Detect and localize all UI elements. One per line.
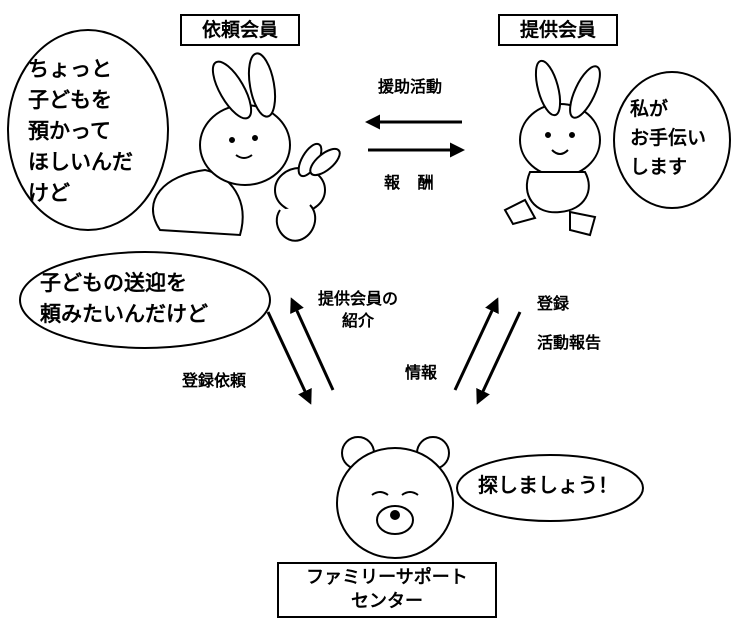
bear-icon [336, 436, 454, 559]
provider-introduction-label: 提供会員の 紹介 [318, 289, 399, 330]
provider-member-label: 提供会員 [498, 14, 618, 46]
arrow-registration-request [266, 311, 312, 405]
transport-speech-bubble [19, 251, 271, 349]
activity-report-label: 活動報告 [537, 333, 602, 352]
arrow-information [453, 297, 499, 391]
requester-bubble-text: ちょっと 子どもを 預かって ほしいんだ けど [28, 57, 133, 205]
transport-bubble-text: 子どもの送迎を 頼みたいんだけど [40, 271, 208, 326]
information-label: 情報 [405, 363, 438, 382]
support-activity-label: 援助活動 [378, 77, 443, 96]
arrow-provider-introduction [290, 297, 335, 391]
provider-rabbit-icon [503, 59, 601, 237]
provider-bubble-text: 私が お手伝い します [630, 98, 707, 178]
center-bubble-text: 探しましょう！ [478, 473, 618, 497]
requester-member-label: 依頼会員 [180, 14, 300, 46]
remuneration-label: 報 酬 [384, 173, 440, 192]
requester-rabbit-icon [152, 52, 341, 242]
arrow-registration-report [476, 311, 522, 405]
provider-speech-bubble [613, 71, 731, 209]
registration-label: 登録 [537, 294, 570, 313]
family-support-center-label: ファミリーサポート センター [277, 562, 497, 618]
center-speech-bubble [456, 454, 644, 522]
requester-speech-bubble [7, 29, 169, 231]
registration-request-label: 登録依頼 [182, 371, 247, 390]
